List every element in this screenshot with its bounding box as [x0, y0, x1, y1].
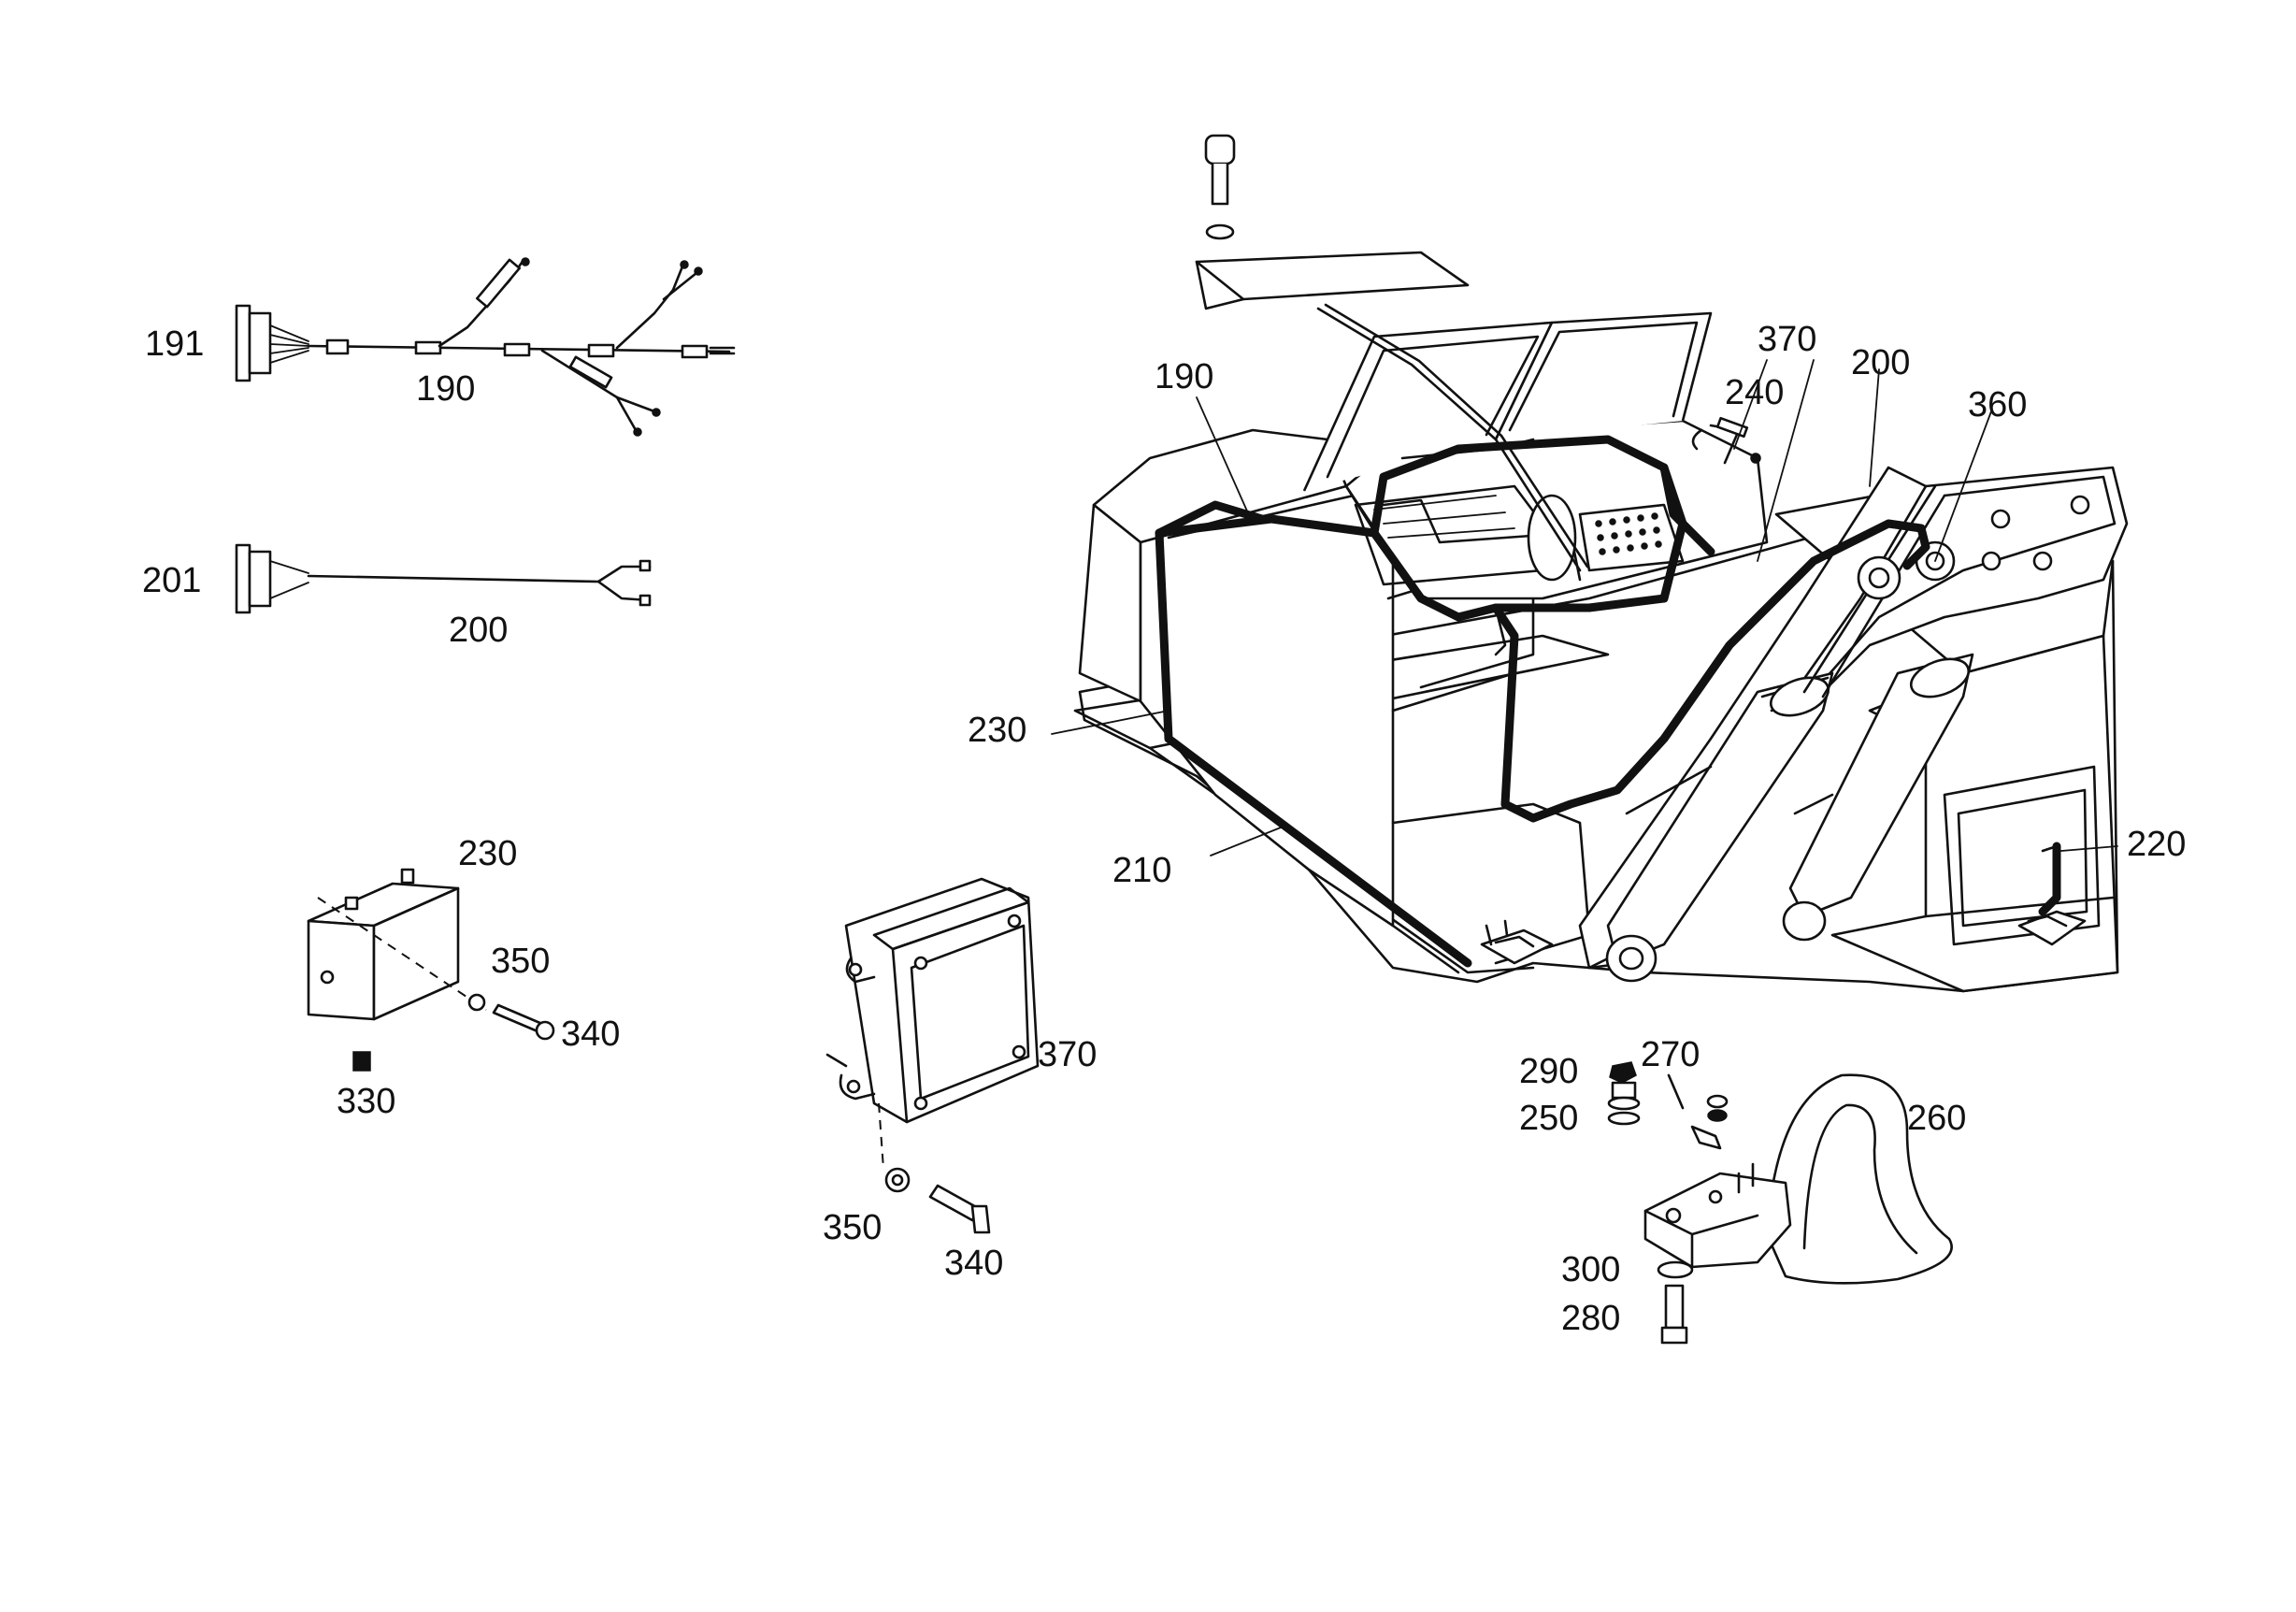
machine-chassis	[1073, 134, 2129, 993]
label-201: 201	[142, 561, 201, 600]
label-340-box: 340	[561, 1015, 620, 1054]
cable-200	[235, 543, 652, 614]
label-210: 210	[1112, 851, 1171, 890]
label-370-machine: 370	[1758, 320, 1816, 359]
label-250: 250	[1519, 1099, 1578, 1138]
label-290: 290	[1519, 1052, 1578, 1091]
label-230-box: 230	[458, 834, 517, 873]
label-350-box: 350	[491, 942, 550, 981]
label-200-machine: 200	[1851, 343, 1910, 382]
wiring-harness-190	[235, 257, 736, 437]
label-300: 300	[1561, 1250, 1620, 1289]
label-190-harness: 190	[416, 369, 475, 409]
horn-260	[1607, 1061, 1953, 1345]
label-340-unit: 340	[944, 1244, 1003, 1283]
junction-box-230	[307, 868, 555, 1072]
label-280: 280	[1561, 1299, 1620, 1338]
label-260: 260	[1907, 1099, 1966, 1138]
control-unit-370	[825, 877, 1040, 1234]
label-200-cable: 200	[449, 611, 508, 650]
label-330: 330	[337, 1082, 395, 1121]
label-240: 240	[1725, 373, 1784, 412]
label-230-machine: 230	[968, 711, 1026, 750]
label-350-unit: 350	[823, 1208, 882, 1247]
leader-lines	[1051, 359, 2118, 856]
label-220: 220	[2127, 825, 2186, 864]
label-191: 191	[145, 324, 204, 364]
label-360: 360	[1968, 385, 2027, 425]
label-190-machine: 190	[1155, 357, 1213, 396]
label-370-unit: 370	[1038, 1035, 1097, 1074]
label-270: 270	[1641, 1035, 1700, 1074]
